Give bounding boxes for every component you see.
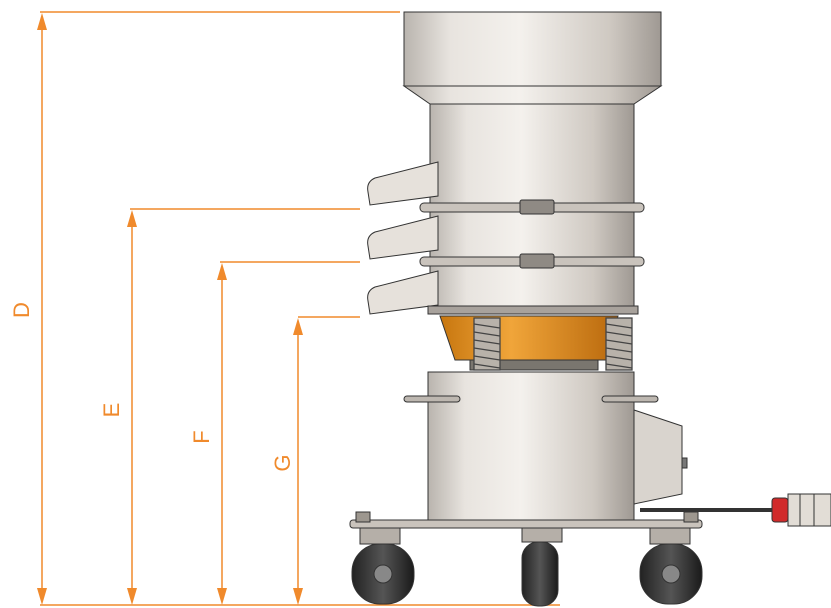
power-plug: [771, 497, 789, 523]
base-drum: [427, 371, 635, 525]
top-hopper: [403, 11, 662, 87]
dimension-lines: [37, 11, 560, 606]
caster-wheel-center: [521, 527, 563, 607]
sieve-machine: [349, 11, 831, 607]
dimension-label-d: D: [9, 302, 34, 318]
sieve-stack-middle: [429, 211, 635, 259]
control-box: [633, 409, 683, 505]
dimension-label-f: F: [189, 430, 214, 443]
trolley-frame: [349, 519, 703, 529]
spring-right: [605, 317, 633, 371]
outlet-spout-1: [367, 161, 439, 206]
base-handle-left: [403, 395, 461, 403]
motor-housing: [439, 315, 619, 361]
outlet-spout-3: [367, 270, 439, 315]
base-handle-right: [601, 395, 659, 403]
caster-wheel-right: [639, 527, 703, 605]
sieve-stack-lower: [429, 265, 635, 309]
caster-wheel-left: [351, 527, 415, 605]
dimension-label-g: G: [270, 454, 295, 471]
sieve-stack-upper: [429, 103, 635, 205]
dimension-label-e: E: [99, 403, 124, 418]
outlet-spout-2: [367, 215, 439, 260]
spring-left: [473, 317, 501, 371]
hopper-taper: [402, 85, 663, 105]
